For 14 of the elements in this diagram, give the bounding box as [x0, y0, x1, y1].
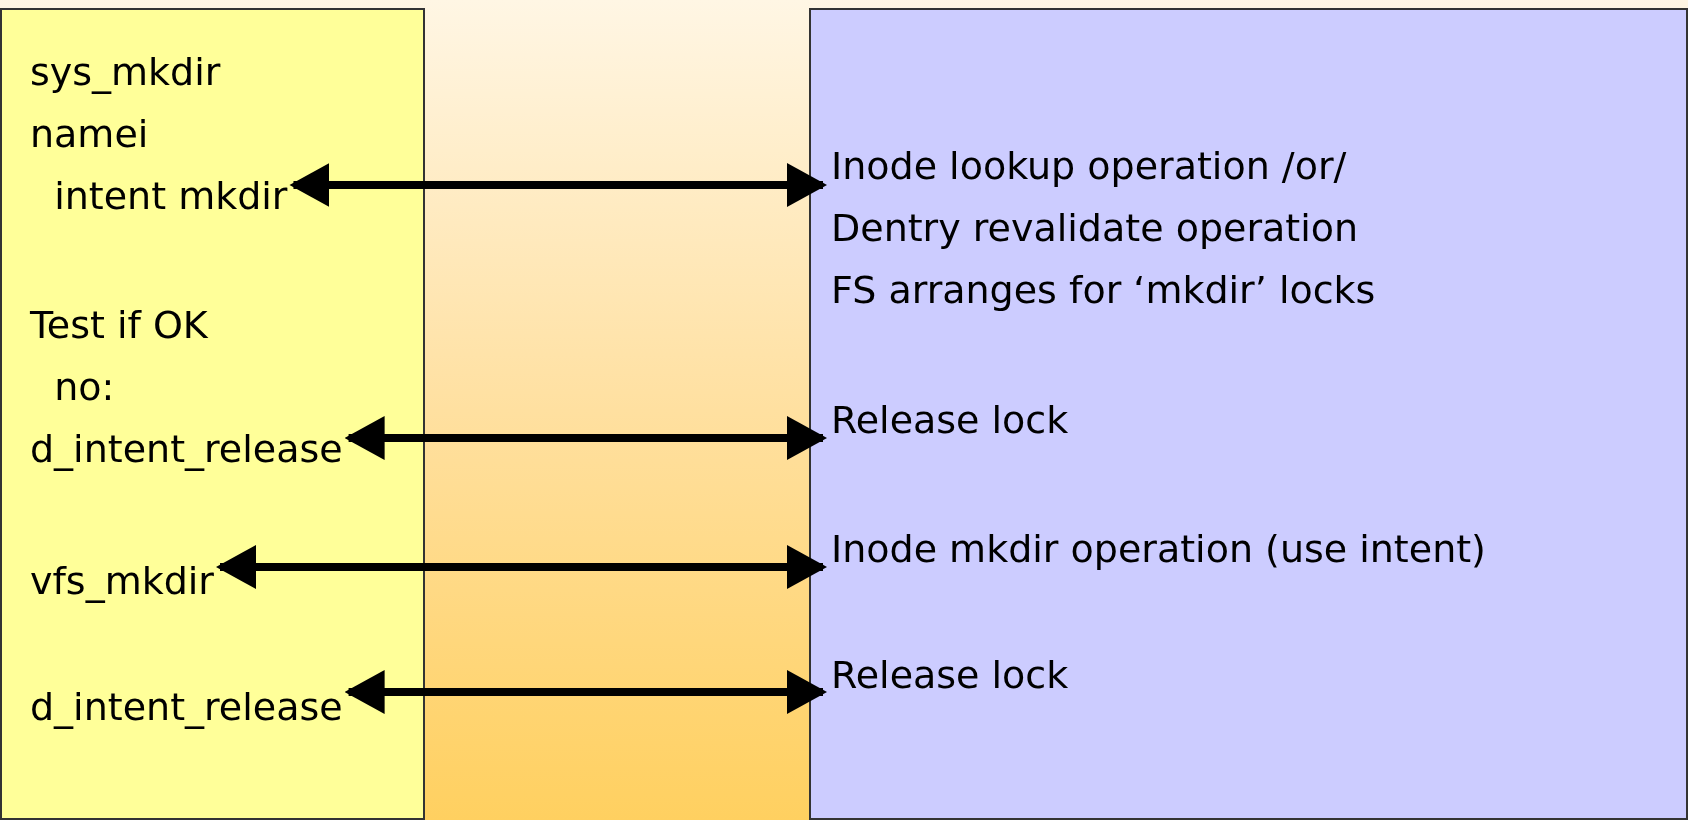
step-text: Release lock — [831, 644, 1069, 706]
column-panel — [0, 8, 425, 820]
double-arrow — [344, 672, 827, 712]
step-text: Inode mkdir operation (use intent) — [831, 518, 1486, 580]
double-arrow — [344, 418, 827, 458]
step-text: d_intent_release — [30, 676, 343, 738]
step-text: Test if OK no: d_intent_release — [30, 294, 343, 480]
double-arrow — [216, 547, 827, 587]
step-text: vfs_mkdir — [30, 550, 214, 612]
step-text: sys_mkdir namei intent mkdir — [30, 41, 288, 227]
step-text: Inode lookup operation /or/ Dentry revalidate operation FS arranges for ‘mkdir’ locks — [831, 135, 1376, 321]
column-panel — [809, 8, 1688, 820]
double-arrow — [289, 165, 827, 205]
step-text: Release lock — [831, 389, 1069, 451]
